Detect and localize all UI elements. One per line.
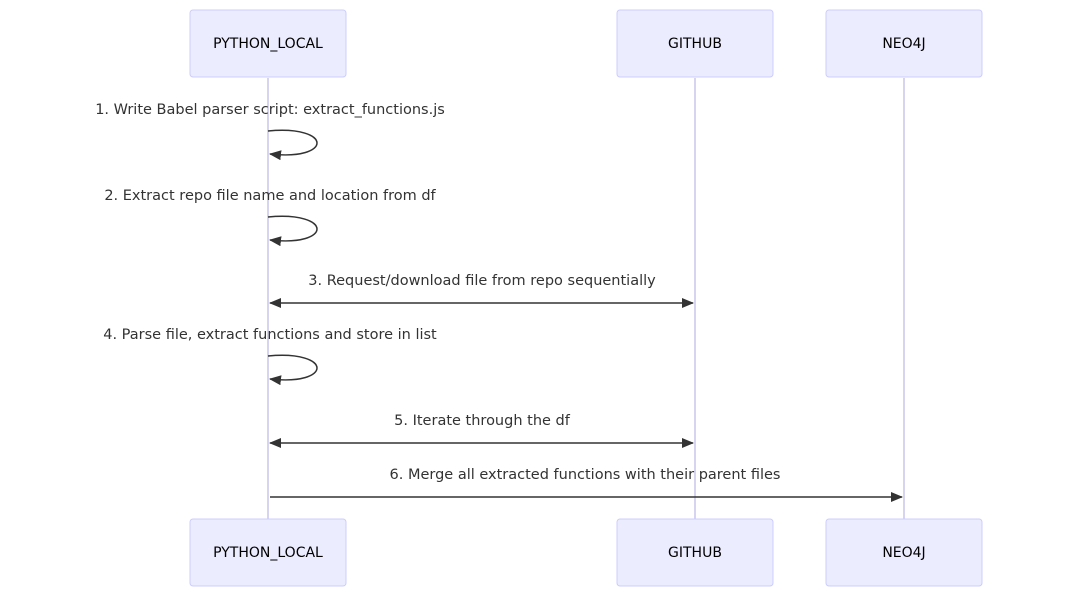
actor-top-github: GITHUB [616,9,774,78]
message-label: 6. Merge all extracted functions with th… [390,467,781,483]
message-6: 6. Merge all extracted functions with th… [270,467,903,502]
actor-label: GITHUB [668,545,722,561]
message-label: 4. Parse file, extract functions and sto… [103,327,437,343]
actor-box [189,518,347,587]
actor-bottom-neo4j: NEO4J [825,518,983,587]
actor-label: PYTHON_LOCAL [213,545,323,561]
message-1: 1. Write Babel parser script: extract_fu… [95,102,445,161]
actor-box [616,518,774,587]
actor-box [189,9,347,78]
actor-box [825,9,983,78]
actor-label: GITHUB [668,36,722,52]
message-label: 1. Write Babel parser script: extract_fu… [95,102,445,118]
message-3: 3. Request/download file from repo seque… [269,273,694,308]
message-4: 4. Parse file, extract functions and sto… [103,327,437,386]
actor-top-neo4j: NEO4J [825,9,983,78]
actor-label: NEO4J [882,36,925,52]
self-loop-arrow [267,354,318,386]
message-2: 2. Extract repo file name and location f… [104,188,437,247]
lifelines [267,78,905,519]
actor-box [825,518,983,587]
self-loop-arrow [267,215,318,247]
message-label: 3. Request/download file from repo seque… [308,273,656,289]
actor-box [616,9,774,78]
actor-label: PYTHON_LOCAL [213,36,323,52]
message-5: 5. Iterate through the df [269,413,694,448]
actor-label: NEO4J [882,545,925,561]
message-label: 5. Iterate through the df [394,413,571,429]
message-label: 2. Extract repo file name and location f… [104,188,436,204]
actor-bottom-github: GITHUB [616,518,774,587]
actor-top-python-local: PYTHON_LOCAL [189,9,347,78]
actor-bottom-python-local: PYTHON_LOCAL [189,518,347,587]
self-loop-arrow [267,129,318,161]
